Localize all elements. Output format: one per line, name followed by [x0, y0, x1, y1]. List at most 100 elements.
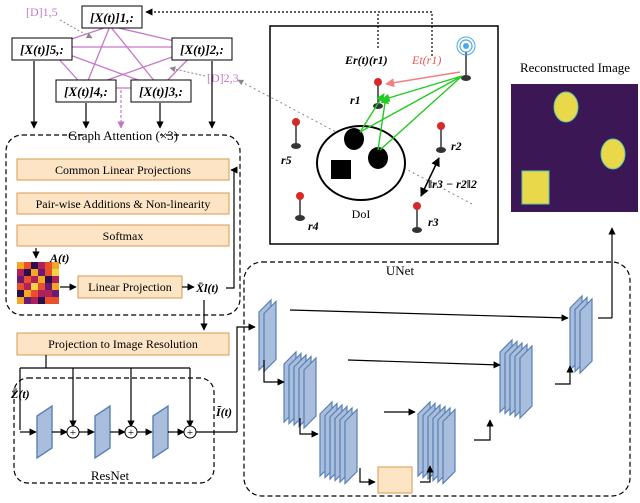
attention-cell: [17, 297, 24, 304]
attention-cell: [24, 269, 31, 276]
reconstructed-image-panel: Reconstructed Image: [511, 60, 638, 212]
linear-projection-label: Linear Projection: [88, 280, 172, 294]
graph-node-3: [130, 79, 192, 103]
attention-cell: [52, 290, 59, 297]
attention-cell: [24, 262, 31, 269]
attention-cell: [38, 269, 45, 276]
resnet-title: ResNet: [91, 468, 130, 483]
attention-cell: [38, 297, 45, 304]
pairwise-additions-box: [16, 192, 230, 215]
graph-node-3-label: [X(t)]3,:: [139, 84, 183, 99]
unet-feature-map: [442, 408, 456, 485]
attention-cell: [45, 290, 52, 297]
unet-feature-map: [303, 356, 317, 430]
attention-cell: [45, 269, 52, 276]
attention-cell: [17, 276, 24, 283]
resnet-add-1: +: [66, 425, 80, 439]
scatterer-1: [344, 128, 364, 150]
resnet-conv-3: [152, 404, 169, 460]
resnet-block: ResNet Z̄(t) + + + Ī(t): [10, 355, 237, 484]
attention-cell: [24, 290, 31, 297]
attention-cell: [17, 269, 24, 276]
unet-frame: [243, 261, 631, 497]
measurement-scene: DoI: [145, 8, 499, 245]
attention-matrix-label: A(t): [49, 251, 69, 265]
attention-cell: [45, 276, 52, 283]
r1-label: r1: [350, 93, 361, 107]
scatterer-3: [331, 160, 351, 179]
svg-text:+: +: [70, 427, 76, 439]
common-linear-projections-label: Common Linear Projections: [55, 163, 191, 177]
attention-cell: [52, 262, 59, 269]
resnet-frame: [13, 377, 215, 484]
edge-label-d15: [D]1,5: [26, 5, 58, 19]
unet-layers: [258, 294, 593, 485]
projection-box: [16, 332, 230, 356]
projection-label: Projection to Image Resolution: [48, 337, 198, 351]
attention-cell: [31, 283, 38, 290]
antenna-r3: [412, 202, 422, 233]
attention-cell: [31, 262, 38, 269]
graph-node-1-label: [X(t)]1,:: [90, 10, 134, 25]
graph-node-1: [81, 5, 143, 29]
resnet-conv-1: [36, 404, 53, 460]
attention-cell: [17, 283, 24, 290]
graph-node-5-label: [X(t)]5,:: [20, 42, 64, 57]
attention-cell: [17, 290, 24, 297]
resnet-add-3: +: [183, 425, 197, 439]
graph-attention-block: Graph Attention (×3) Common Linear Proje…: [5, 128, 241, 316]
attention-cell: [24, 283, 31, 290]
unet-block: UNet: [243, 261, 631, 497]
unet-feature-map: [263, 300, 277, 373]
antenna-r4: [295, 192, 305, 221]
unet-feature-map: [579, 297, 593, 375]
distance-label: ‖r3 − r2‖2: [428, 177, 477, 191]
doi-region: [316, 125, 406, 201]
softmax-label: Softmax: [103, 229, 144, 243]
attention-cell: [45, 283, 52, 290]
scatterer-2: [368, 147, 388, 169]
attention-cell: [24, 276, 31, 283]
attention-cell: [52, 269, 59, 276]
graph-node-2: [171, 37, 233, 61]
resnet-conv-2: [94, 404, 111, 460]
attention-cell: [38, 262, 45, 269]
resnet-output-label: Ī(t): [215, 405, 232, 419]
graph-node-2-label: [X(t)]2,:: [180, 42, 224, 57]
graph-attention-output-label: X̄l(t): [195, 281, 219, 295]
graph-node-4: [55, 79, 117, 103]
attention-cell: [52, 297, 59, 304]
svg-text:+: +: [187, 427, 193, 439]
attention-cell: [38, 276, 45, 283]
attention-cell: [31, 297, 38, 304]
reconstructed-blob-1: [553, 91, 579, 123]
unet-bottleneck: [377, 466, 413, 494]
attention-cell: [31, 290, 38, 297]
graph-node-4-label: [X(t)]4,:: [64, 84, 108, 99]
transmitter-icon: [456, 36, 476, 81]
attention-cell: [31, 269, 38, 276]
unet-feature-map: [344, 408, 358, 485]
antenna-r5: [291, 118, 301, 149]
attention-cell: [24, 297, 31, 304]
feature-graph: [X(t)]1,: [X(t)]5,: [X(t)]2,: [X(t)]4,: …: [11, 5, 239, 129]
attention-cell: [38, 283, 45, 290]
r5-label: r5: [281, 153, 292, 167]
reconstructed-image-title: Reconstructed Image: [520, 60, 630, 75]
antenna-r2: [436, 122, 446, 153]
attention-cell: [31, 276, 38, 283]
reconstructed-blob-3: [521, 170, 550, 205]
pairwise-additions-label: Pair-wise Additions & Non-linearity: [36, 197, 211, 211]
unet-title: UNet: [386, 263, 415, 278]
doi-label: DoI: [352, 207, 371, 221]
resnet-input-label: Z̄(t): [10, 387, 30, 401]
attention-cell: [17, 262, 24, 269]
r4-label: r4: [308, 219, 319, 233]
r3-label: r3: [428, 215, 439, 229]
softmax-box: [16, 224, 230, 247]
attention-matrix: [17, 262, 59, 304]
resnet-add-2: +: [124, 425, 138, 439]
graph-attention-title: Graph Attention (×3): [68, 128, 178, 143]
edge-label-d23: [D]2,3: [207, 71, 239, 85]
